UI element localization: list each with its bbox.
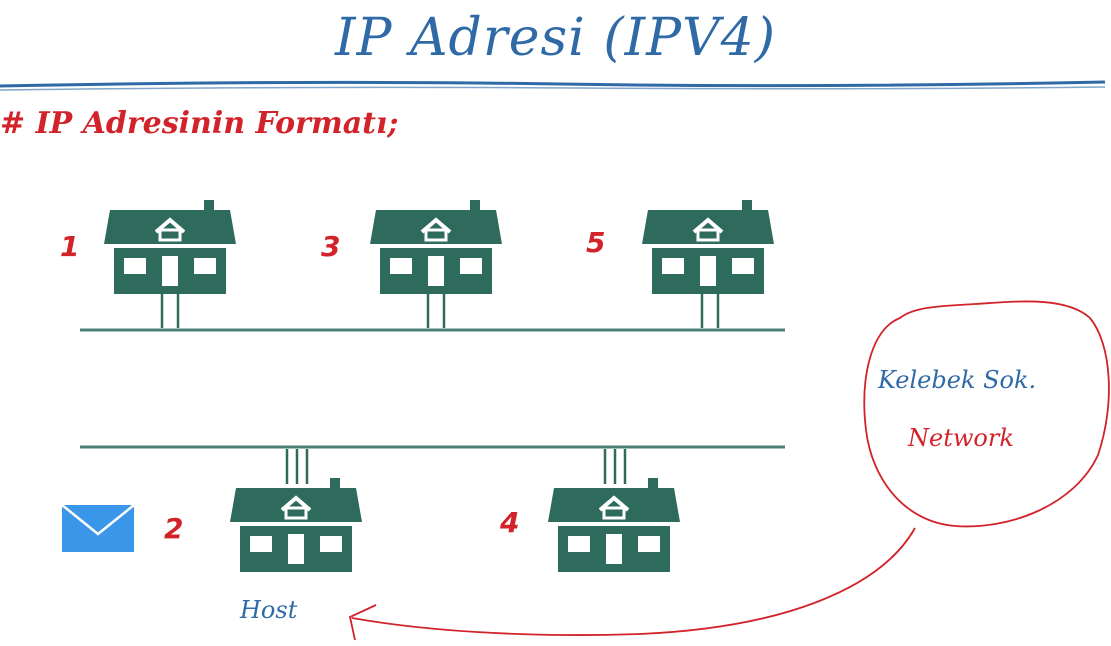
arrow-icon: [351, 527, 916, 636]
house-number-1: 1: [60, 230, 80, 263]
arrow-head: [348, 604, 377, 641]
house-icon: [368, 198, 504, 296]
page-title: IP Adresi (IPV4): [334, 8, 777, 68]
network-label: Network: [908, 424, 1014, 452]
house-number-2: 2: [164, 512, 184, 545]
cables-bottom: [285, 449, 627, 484]
envelope-icon: [61, 504, 135, 552]
house-icon: [102, 198, 238, 296]
house-number-4: 4: [500, 506, 520, 539]
house-icon: [546, 476, 682, 574]
host-label: Host: [240, 596, 298, 624]
house-number-3: 3: [321, 230, 341, 263]
house-icon: [228, 476, 364, 574]
network-circle: [863, 300, 1110, 528]
house-icon: [640, 198, 776, 296]
cables-top: [160, 294, 720, 328]
house-number-5: 5: [586, 226, 606, 259]
section-heading: # IP Adresinin Formatı;: [0, 106, 399, 141]
street-label: Kelebek Sok.: [878, 366, 1037, 394]
